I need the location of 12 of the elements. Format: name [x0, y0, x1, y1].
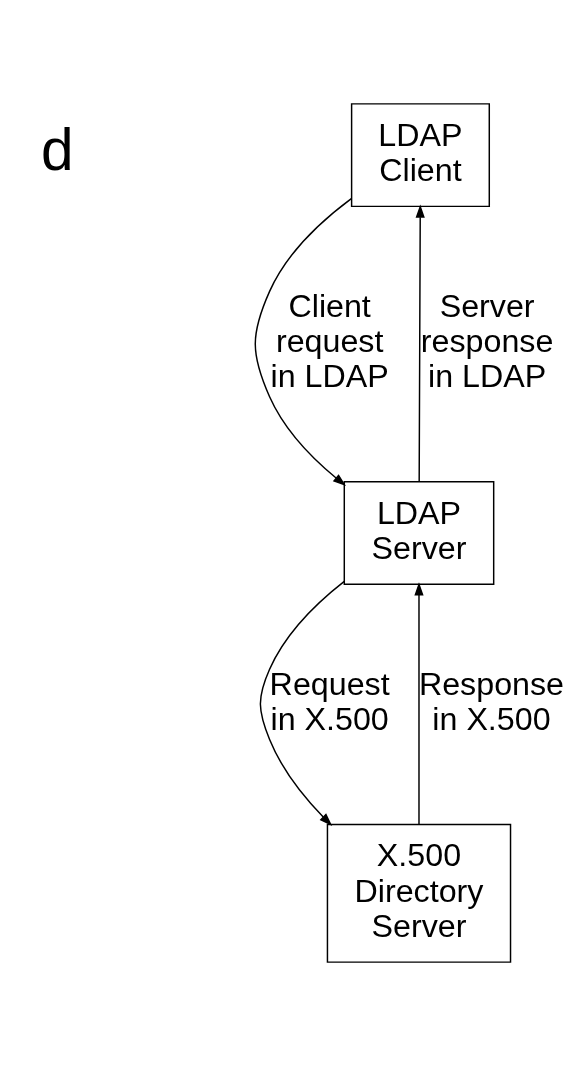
arrow	[259, 580, 345, 826]
edge-label: Client request in LDAP	[270, 287, 389, 394]
arrow	[415, 204, 425, 482]
label: d	[40, 116, 74, 182]
node-box: X.500 Directory Server	[326, 823, 512, 963]
edge-label: Response in X.500	[418, 665, 565, 737]
edge-label: Request in X.500	[269, 665, 390, 737]
node-box: LDAP Server	[343, 480, 495, 585]
node-box: LDAP Client	[350, 102, 491, 207]
edge-label: Server response in LDAP	[420, 287, 554, 394]
arrow	[254, 197, 353, 486]
arrow	[414, 581, 424, 825]
